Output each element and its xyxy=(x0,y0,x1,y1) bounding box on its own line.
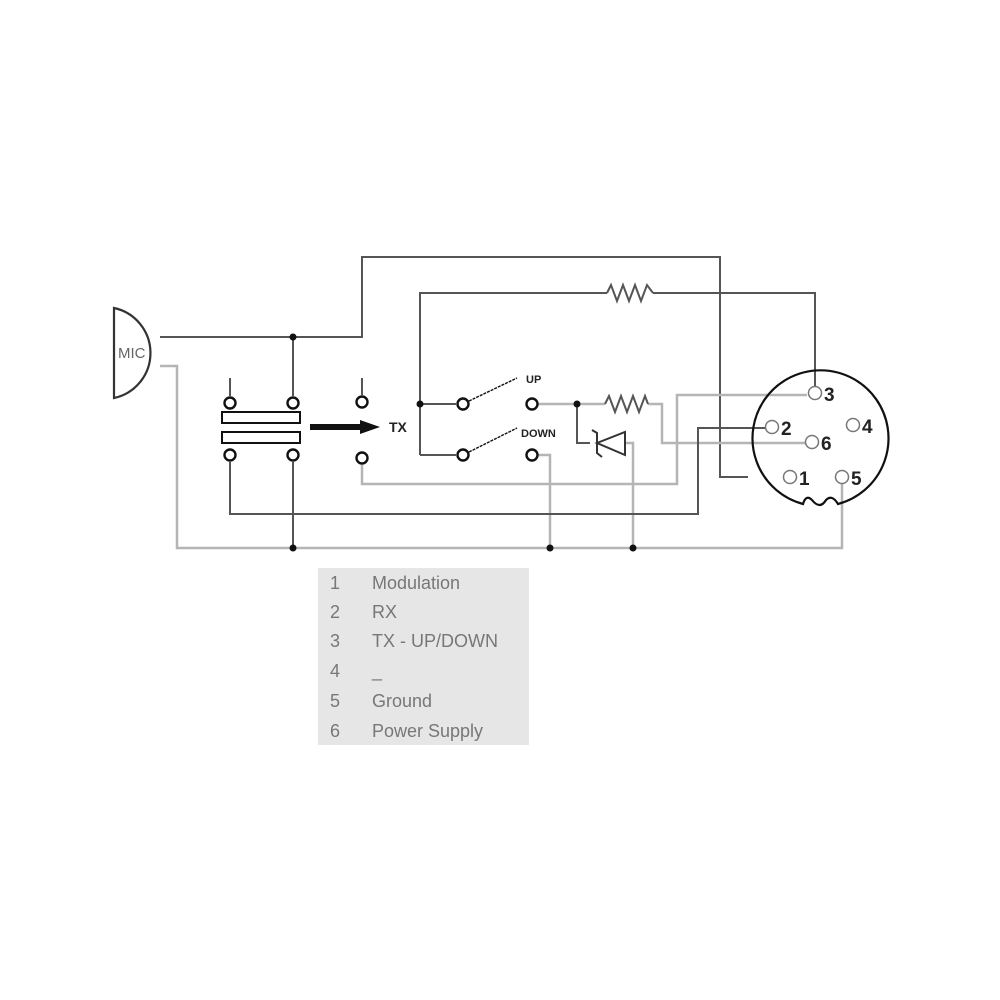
wire-to-pin6 xyxy=(648,402,807,445)
resistor-top xyxy=(606,282,654,304)
pin-function: _ xyxy=(372,661,383,681)
wire-to-diode xyxy=(576,404,590,444)
pin-number: 1 xyxy=(330,573,341,593)
resistor-bottom xyxy=(604,393,649,415)
pin-4-label: 4 xyxy=(862,417,873,438)
up-down-switches: UP DOWN xyxy=(456,374,556,462)
pin-number: 6 xyxy=(330,721,341,741)
ptt-relay: TX xyxy=(221,395,408,465)
pin-number: 5 xyxy=(330,691,341,711)
wire-ground xyxy=(160,364,844,550)
wire-relay-to-pin2 xyxy=(229,427,765,515)
pin-number: 4 xyxy=(330,661,341,681)
pin-5-label: 5 xyxy=(851,469,862,490)
pin-function: Power Supply xyxy=(372,721,484,741)
zener-diode xyxy=(591,429,626,458)
pin-3-label: 3 xyxy=(824,385,835,406)
microphone: MIC xyxy=(112,306,152,400)
mic-label: MIC xyxy=(118,345,146,362)
up-label: UP xyxy=(526,374,541,386)
wires xyxy=(160,256,844,552)
pin-function: RX xyxy=(372,602,398,622)
wire-resistor-to-pin3 xyxy=(653,292,816,388)
wire-switch-common xyxy=(419,292,607,455)
pin-function: Modulation xyxy=(372,573,461,593)
pin-function: Ground xyxy=(372,691,433,711)
pin-6-label: 6 xyxy=(821,434,832,455)
pin-1-label: 1 xyxy=(799,469,810,490)
pin-number: 2 xyxy=(330,602,341,622)
pin-legend-table: 1 Modulation 2 RX 3 TX - UP/DOWN 4 _ 5 Ground… xyxy=(318,568,529,745)
din-connector: 3 2 6 4 1 5 xyxy=(751,369,890,507)
wire-diode-ground xyxy=(625,441,635,548)
pin-number: 3 xyxy=(330,631,341,651)
tx-label: TX xyxy=(389,419,408,435)
wire-tx-to-pin3 xyxy=(360,393,807,486)
arrow-icon xyxy=(310,420,380,434)
wire-mic-to-pin1 xyxy=(160,256,748,478)
wire-down-ground xyxy=(534,453,552,548)
pin-function: TX - UP/DOWN xyxy=(372,631,498,651)
down-label: DOWN xyxy=(521,428,556,440)
pin-2-label: 2 xyxy=(781,419,792,440)
